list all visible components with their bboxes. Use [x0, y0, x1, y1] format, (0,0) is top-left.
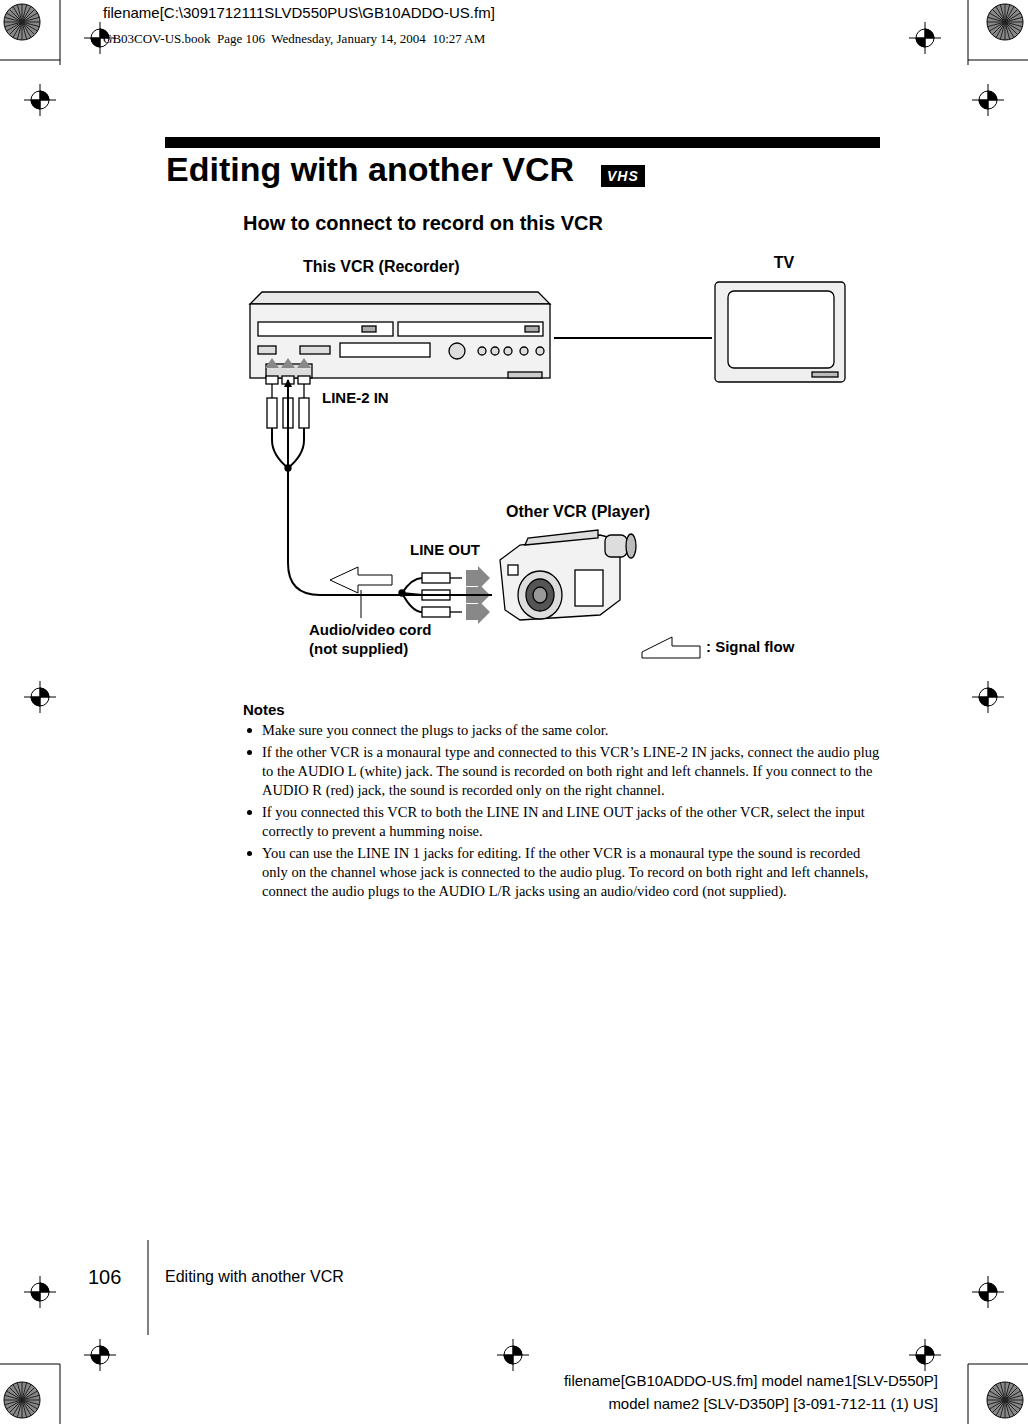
note-item: You can use the LINE IN 1 jacks for edit… [243, 844, 883, 901]
page-number: 106 [88, 1266, 121, 1289]
cord-label: Audio/video cord (not supplied) [309, 620, 459, 658]
note-text: You can use the LINE IN 1 jacks for edit… [262, 845, 868, 899]
sub-heading: How to connect to record on this VCR [243, 212, 603, 235]
notes-block: NotesMake sure you connect the plugs to … [243, 701, 883, 904]
note-item: If the other VCR is a monaural type and … [243, 743, 883, 800]
legend-text: : Signal flow [706, 638, 794, 655]
note-text: Make sure you connect the plugs to jacks… [262, 722, 608, 738]
bullet-dot [247, 851, 252, 856]
file-name: filename[GB10ADDO-US.fm] model name1[SLV… [564, 1372, 938, 1389]
device-node: Other VCR (Player) [492, 503, 668, 625]
file-name: filename[C:\3091712111SLVD550PUS\GB10ADD… [103, 4, 495, 21]
device-label: TV [712, 254, 856, 272]
note-item: Make sure you connect the plugs to jacks… [243, 721, 883, 740]
signal-arrow [330, 567, 392, 593]
cable-connector [288, 380, 492, 595]
footer-rule [148, 1240, 149, 1335]
vhs-badge: VHS [601, 165, 645, 187]
page-title: Editing with another VCR [166, 150, 574, 189]
title-bar [165, 137, 880, 148]
notes-heading: Notes [243, 701, 883, 718]
note-text: If you connected this VCR to both the LI… [262, 804, 865, 839]
footer-text: Editing with another VCR [165, 1268, 344, 1286]
device-node: TV [712, 254, 856, 386]
jack-label: LINE OUT [410, 541, 480, 558]
legend-sample [642, 637, 700, 658]
vcr-drawing [250, 292, 550, 378]
bullet-dot [247, 728, 252, 733]
model-name: model name2 [SLV-D350P] [3-091-712-11 (1… [608, 1395, 938, 1412]
device-label: Other VCR (Player) [506, 503, 668, 521]
jack-label: LINE-2 IN [322, 389, 389, 406]
cable-connector [554, 337, 712, 339]
book-stamp: GB03COV-US.book Page 106 Wednesday, Janu… [103, 31, 485, 47]
note-text: If the other VCR is a monaural type and … [262, 744, 879, 798]
jack-arrows [265, 358, 311, 368]
bullet-dot [247, 810, 252, 815]
device-node: This VCR (Recorder) [250, 258, 554, 380]
camcorder-drawing [500, 530, 636, 620]
device-label: This VCR (Recorder) [303, 258, 554, 276]
note-item: If you connected this VCR to both the LI… [243, 803, 883, 841]
tv-drawing [715, 282, 845, 382]
bullet-dot [247, 750, 252, 755]
